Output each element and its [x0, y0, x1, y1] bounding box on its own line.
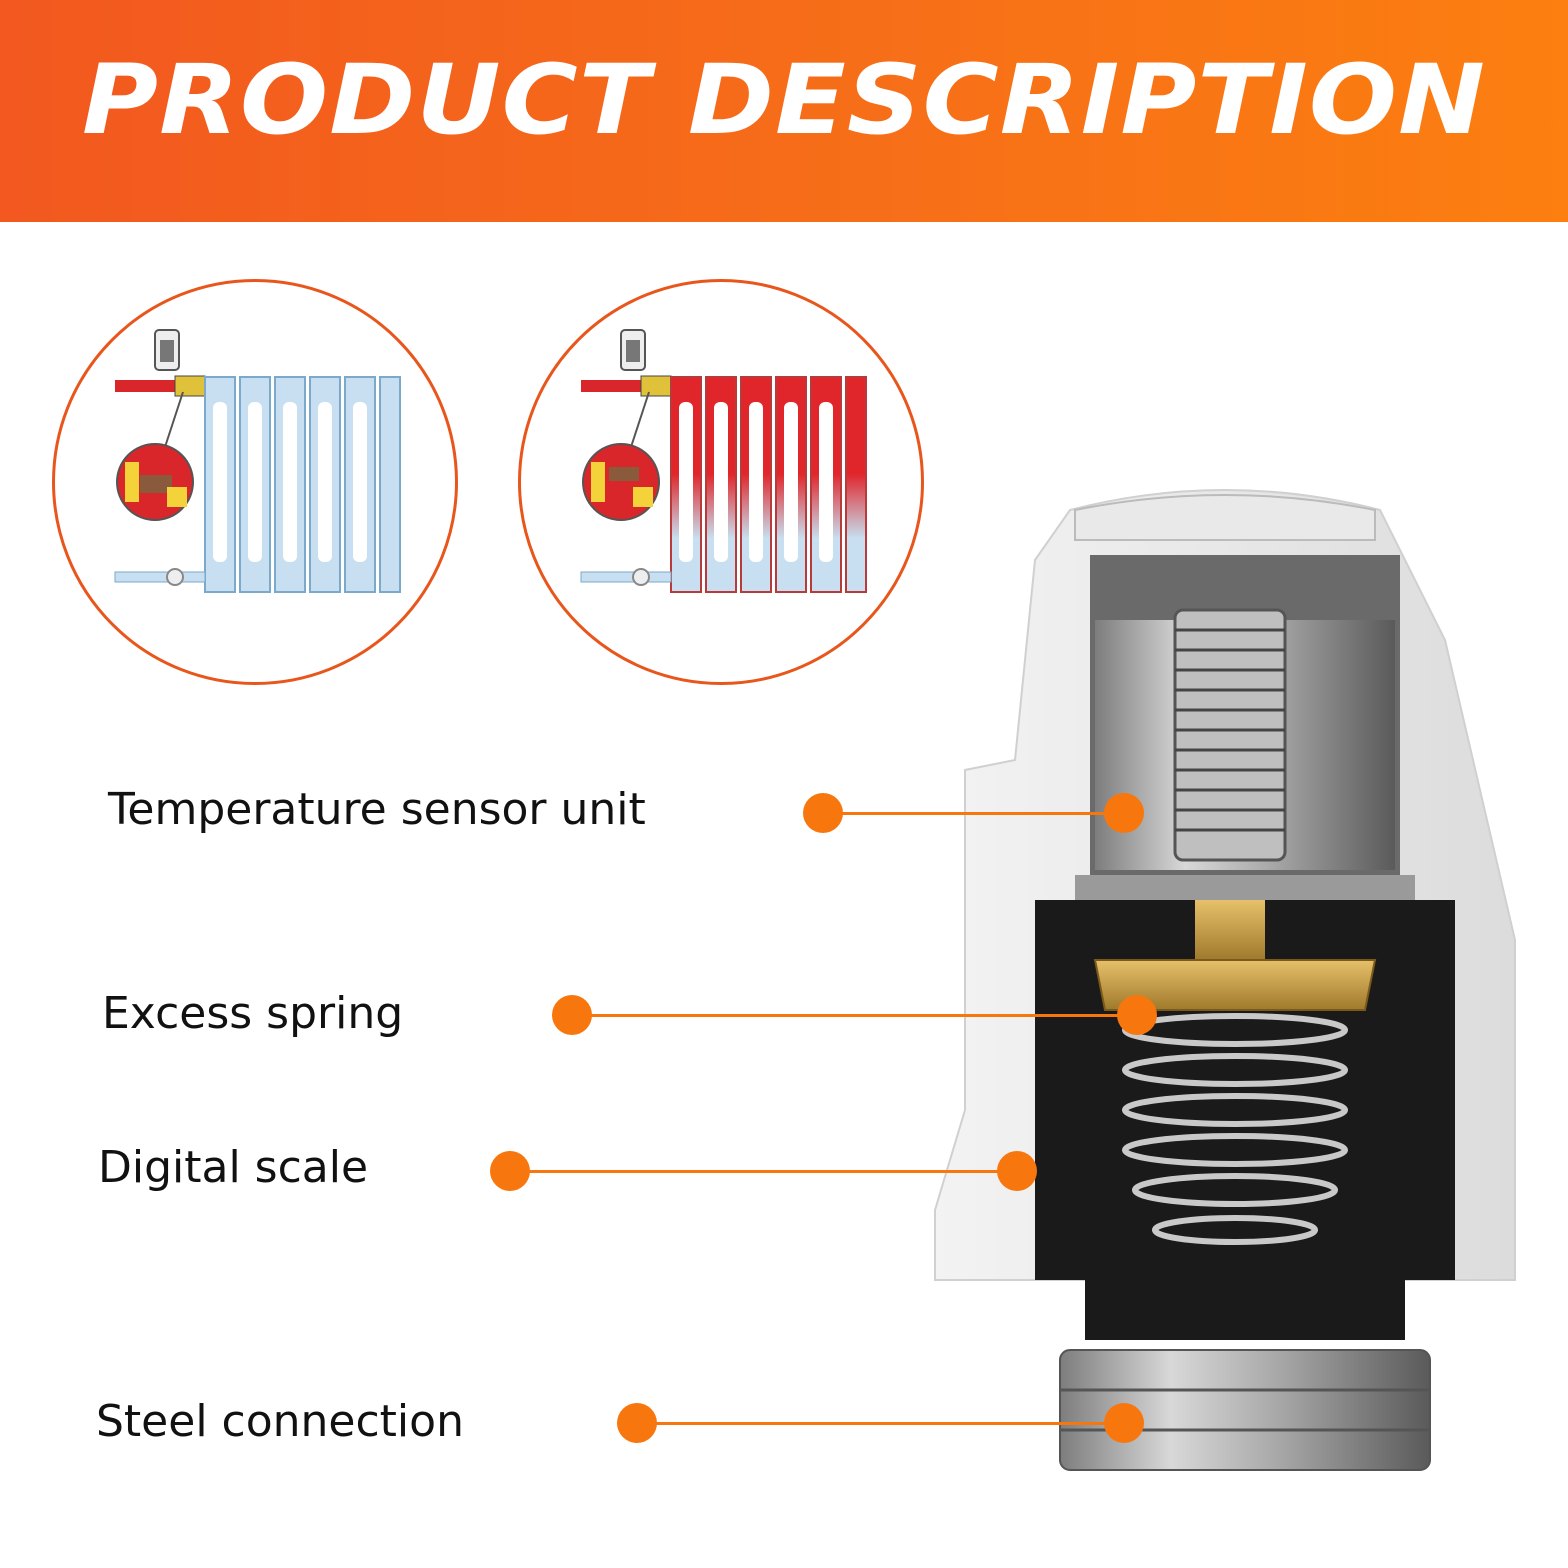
- callout-line-digital-scale: [510, 1170, 1017, 1173]
- callout-label-steel-connection: Steel connection: [96, 1396, 464, 1447]
- radiator-cold-svg: [114, 329, 401, 593]
- radiator-cold-illustration: [52, 279, 458, 685]
- radiator-hot-illustration: [518, 279, 924, 685]
- callout-target-digital-scale: [997, 1151, 1037, 1191]
- callout-target-excess-spring: [1117, 995, 1157, 1035]
- callout-label-digital-scale: Digital scale: [98, 1142, 369, 1193]
- callout-line-steel-connection: [637, 1422, 1124, 1425]
- radiator-hot-svg: [580, 329, 867, 593]
- page-title: PRODUCT DESCRIPTION: [82, 44, 1486, 156]
- callout-line-temperature-sensor: [823, 812, 1123, 815]
- callout-label-temperature-sensor: Temperature sensor unit: [108, 784, 646, 835]
- header-banner: PRODUCT DESCRIPTION: [0, 0, 1568, 222]
- thermostatic-valve-cutaway: [934, 489, 1516, 1471]
- callout-target-temperature-sensor: [1104, 793, 1144, 833]
- callout-label-excess-spring: Excess spring: [102, 988, 404, 1039]
- callout-target-steel-connection: [1104, 1403, 1144, 1443]
- callout-line-excess-spring: [572, 1014, 1137, 1017]
